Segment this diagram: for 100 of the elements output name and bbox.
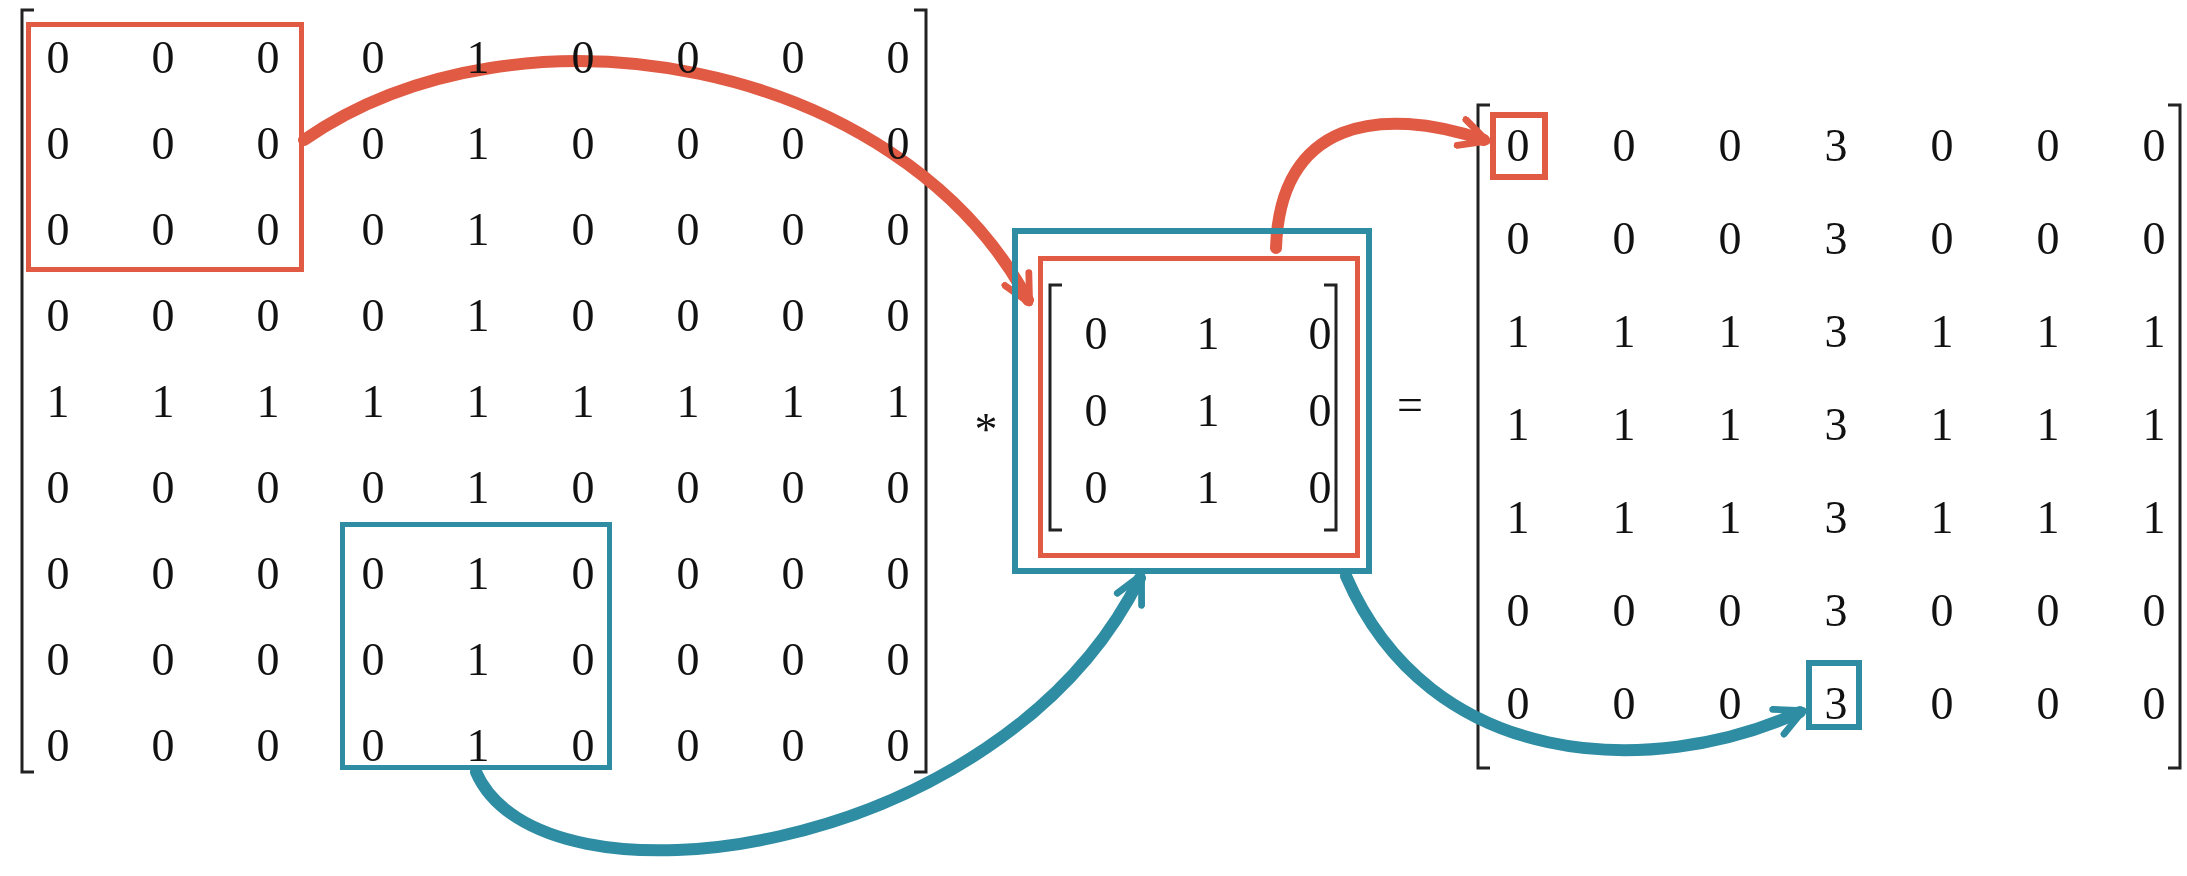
highlight-frame [340, 522, 612, 770]
matrix-entry: 1 [466, 379, 490, 425]
matrix-entry: 1 [466, 293, 490, 339]
matrix-entry: 0 [256, 465, 280, 511]
matrix-entry: 0 [2142, 123, 2166, 169]
matrix-entry: 0 [676, 293, 700, 339]
matrix-entry: 0 [2036, 681, 2060, 727]
matrix-entry: 0 [1930, 588, 1954, 634]
matrix-entry: 0 [886, 637, 910, 683]
matrix-entry: 0 [781, 551, 805, 597]
matrix-entry: 1 [361, 379, 385, 425]
matrix-entry: 0 [1612, 123, 1636, 169]
matrix-entry: 0 [2036, 216, 2060, 262]
matrix-entry: 0 [676, 207, 700, 253]
matrix-entry: 1 [466, 551, 490, 597]
matrix-entry: 0 [571, 723, 595, 769]
matrix-entry: 0 [1718, 681, 1742, 727]
matrix-entry: 0 [1308, 388, 1332, 434]
matrix-entry: 3 [1824, 588, 1848, 634]
matrix-entry: 0 [2142, 681, 2166, 727]
matrix-entry: 1 [2142, 309, 2166, 355]
matrix-entry: 1 [2036, 402, 2060, 448]
matrix-entry: 1 [1196, 388, 1220, 434]
matrix-entry: 1 [2142, 495, 2166, 541]
matrix-entry: 1 [1930, 309, 1954, 355]
matrix-entry: 0 [151, 723, 175, 769]
matrix-entry: 0 [256, 121, 280, 167]
matrix-entry: 1 [1718, 309, 1742, 355]
matrix-entry: 0 [1718, 588, 1742, 634]
matrix-entry: 1 [256, 379, 280, 425]
matrix-entry: 0 [361, 723, 385, 769]
matrix-entry: 1 [781, 379, 805, 425]
matrix-entry: 0 [1930, 681, 1954, 727]
matrix-entry: 0 [256, 207, 280, 253]
matrix-entry: 0 [886, 465, 910, 511]
matrix-entry: 0 [1718, 216, 1742, 262]
matrix-entry: 0 [1612, 588, 1636, 634]
matrix-entry: 0 [361, 637, 385, 683]
matrix-entry: 1 [1930, 495, 1954, 541]
matrix-entry: 1 [466, 637, 490, 683]
matrix-entry: 0 [1930, 123, 1954, 169]
matrix-entry: 0 [1718, 123, 1742, 169]
matrix-entry: 0 [46, 35, 70, 81]
arrow [1270, 116, 1491, 254]
matrix-entry: 0 [1084, 465, 1108, 511]
matrix-entry: 1 [1718, 495, 1742, 541]
matrix-entry: 1 [466, 121, 490, 167]
matrix-entry: 0 [151, 637, 175, 683]
matrix-entry: 0 [676, 637, 700, 683]
matrix-entry: 0 [151, 35, 175, 81]
matrix-entry: 0 [781, 293, 805, 339]
matrix-entry: 0 [1506, 588, 1530, 634]
matrix-entry: 1 [2142, 402, 2166, 448]
matrix-entry: 0 [781, 207, 805, 253]
matrix-entry: 1 [466, 465, 490, 511]
matrix-entry: 3 [1824, 123, 1848, 169]
matrix-entry: 0 [676, 465, 700, 511]
matrix-entry: 0 [886, 293, 910, 339]
equals-sign: = [1397, 382, 1423, 428]
matrix-entry: 0 [46, 293, 70, 339]
matrix-entry: 1 [1718, 402, 1742, 448]
matrix-entry: 0 [1308, 311, 1332, 357]
highlight-frame [1038, 256, 1360, 558]
matrix-entry: 0 [256, 35, 280, 81]
matrix-entry: 1 [2036, 309, 2060, 355]
matrix-entry: 0 [1506, 216, 1530, 262]
matrix-entry: 0 [1506, 681, 1530, 727]
highlight-frame [1490, 112, 1548, 180]
highlight-frame [1012, 228, 1372, 574]
matrix-entry: 0 [676, 551, 700, 597]
matrix-entry: 0 [886, 207, 910, 253]
matrix-entry: 0 [571, 121, 595, 167]
matrix-entry: 0 [1612, 681, 1636, 727]
matrix-entry: 0 [361, 293, 385, 339]
matrix-entry: 0 [151, 551, 175, 597]
matrix-entry: 0 [46, 637, 70, 683]
matrix-entry: 0 [571, 465, 595, 511]
matrix-entry: 0 [1084, 311, 1108, 357]
matrix-entry: 0 [781, 35, 805, 81]
matrix-entry: 0 [46, 551, 70, 597]
matrix-entry: 0 [2036, 588, 2060, 634]
matrix-entry: 0 [571, 293, 595, 339]
matrix-entry: 0 [1506, 123, 1530, 169]
matrix-entry: 0 [2142, 216, 2166, 262]
matrix-entry: 1 [1612, 309, 1636, 355]
matrix-entry: 1 [676, 379, 700, 425]
matrix-entry: 1 [1196, 465, 1220, 511]
matrix-entry: 0 [2036, 123, 2060, 169]
matrix-entry: 1 [1506, 495, 1530, 541]
matrix-entry: 1 [1612, 495, 1636, 541]
matrix-entry: 0 [46, 723, 70, 769]
matrix-entry: 0 [361, 207, 385, 253]
matrix-entry: 1 [1506, 309, 1530, 355]
matrix-entry: 0 [781, 723, 805, 769]
matrix-entry: 3 [1824, 309, 1848, 355]
matrix-entry: 0 [151, 465, 175, 511]
matrix-entry: 0 [361, 551, 385, 597]
matrix-entry: 1 [1930, 402, 1954, 448]
matrix-entry: 0 [256, 637, 280, 683]
matrix-entry: 0 [151, 293, 175, 339]
